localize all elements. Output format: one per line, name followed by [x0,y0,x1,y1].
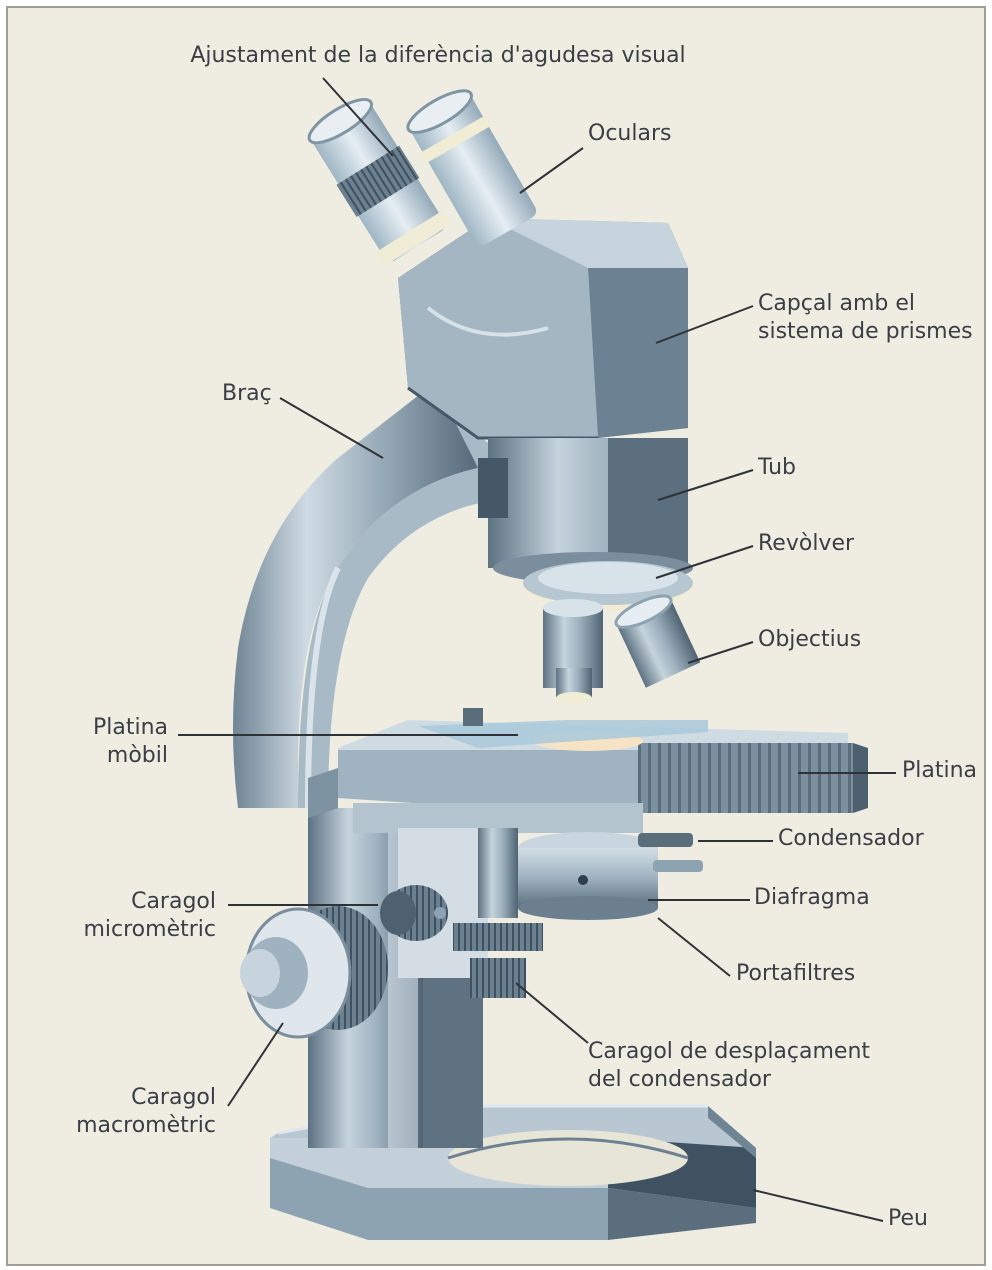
coarse-focus-knob [240,906,388,1037]
label-portafiltres: Portafiltres [736,960,855,988]
leader-peu [753,1190,883,1221]
label-diafragma: Diafragma [754,884,870,912]
leader-objectius [688,642,753,663]
label-ajustament: Ajustament de la diferència d'agudesa vi… [158,42,718,70]
leader-brac [280,398,383,458]
fine-focus-knob [380,885,448,941]
label-platina-mobil: Platina mòbil [78,714,168,770]
stage [308,708,868,818]
leader-portafiltres [658,918,730,976]
label-micrometric: Caragol micromètric [48,888,216,944]
head-prism-housing [398,218,688,438]
label-tub: Tub [758,454,796,482]
leader-oculars [520,148,583,193]
leader-desplacament [516,983,588,1043]
label-revolver: Revòlver [758,530,854,558]
label-peu: Peu [888,1205,928,1233]
diagram-frame: Ajustament de la diferència d'agudesa vi… [6,6,986,1266]
label-desplacament: Caragol de desplaçament del condensador [588,1038,870,1094]
label-platina: Platina [902,757,977,785]
label-brac: Braç [222,380,272,408]
label-condensador: Condensador [778,825,924,853]
label-macrometric: Caragol macromètric [38,1084,216,1140]
leader-macrometric [228,1023,283,1106]
label-oculars: Oculars [588,120,671,148]
label-capcal: Capçal amb el sistema de prismes [758,290,973,346]
label-objectius: Objectius [758,626,861,654]
